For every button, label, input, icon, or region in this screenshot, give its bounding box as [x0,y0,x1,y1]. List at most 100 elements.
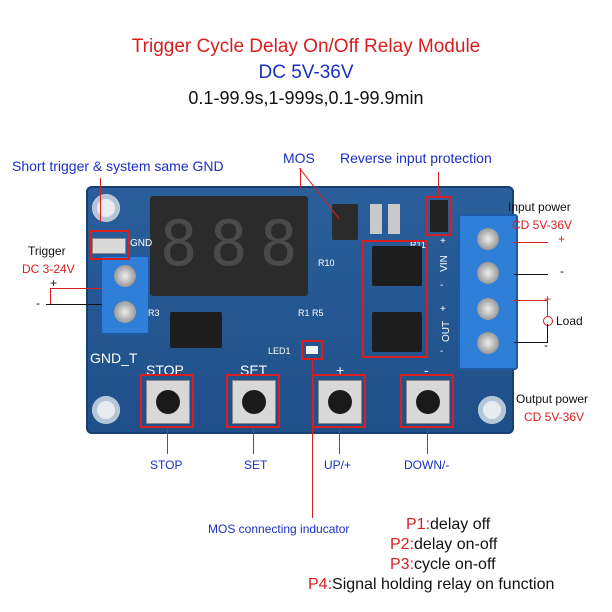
seven-segment-display: 8 8 8 [150,196,308,296]
power-terminal-block [458,214,518,370]
callout-trigger: Trigger [28,244,66,258]
up-button[interactable] [318,380,362,424]
label-set: SET [244,458,268,472]
title-voltage: DC 5V-36V [258,62,354,83]
silk-gnd: GND [130,238,153,249]
down-callout-line [427,428,428,454]
callout-output-voltage: CD 5V-36V [524,410,585,424]
trigger-terminal-block [100,255,150,335]
mode-p3-code: P3: [390,556,415,573]
mosfet-2 [372,312,422,352]
reverse-callout-line [438,172,439,196]
set-button-cap [242,390,266,414]
down-button-cap [416,390,440,414]
silk-out-minus: - [440,346,444,357]
trigger-plus-drop [50,288,51,304]
silk-r11: R11 [410,240,426,250]
silk-gnd-t: GND_T [90,350,138,366]
callout-input-voltage: CD 5V-36V [512,218,573,232]
silk-vin: VIN [438,255,450,272]
mode-p4-desc: Signal holding relay on function [332,576,555,593]
stop-highlight-box [140,374,194,428]
load-minus-drop [547,324,548,342]
label-up: UP/+ [324,458,352,472]
title-module: Trigger Cycle Delay On/Off Relay Module [131,36,481,57]
silk-r5: R5 [312,308,324,318]
component-top-2 [388,204,400,234]
mos-highlight-box [362,240,428,358]
input-minus-sign: - [560,264,564,278]
silk-plus: + [336,362,345,378]
title-timing: 0.1-99.9s,1-999s,0.1-99.9min [188,88,424,108]
mos-callout-line-a [300,168,301,188]
mode-p1: P1:delay off [406,516,490,534]
set-button[interactable] [232,380,276,424]
callout-trigger-voltage: DC 3-24V [22,262,75,276]
power-screw-3 [477,298,499,320]
down-button[interactable] [406,380,450,424]
input-plus-sign: + [558,232,566,246]
trigger-plus-sign: + [50,276,58,290]
silk-vin-plus: + [440,236,446,247]
load-minus-sign: - [544,338,548,352]
mode-p1-code: P1: [406,516,431,533]
trigger-pin-header [92,238,126,254]
reverse-diode [430,200,448,232]
capacitor [332,204,358,240]
label-down: DOWN/- [404,458,450,472]
mosfet-1 [372,246,422,286]
mode-p2-code: P2: [390,536,415,553]
mode-p2: P2:delay on-off [390,536,497,554]
up-button-cap [328,390,352,414]
callout-mos: MOS [283,150,315,166]
trigger-minus-sign: - [36,296,40,310]
input-plus-line [514,242,548,243]
set-callout-line [253,428,254,454]
silk-led1: LED1 [268,346,291,356]
mount-hole-br [478,396,506,424]
mode-p1-desc: delay off [430,516,491,533]
digit-1: 8 [160,207,198,280]
reverse-highlight-box [426,196,452,236]
silk-r10: R10 [318,258,335,268]
silk-out: OUT [441,320,453,343]
trigger-minus-line [46,304,102,305]
mode-p3: P3:cycle on-off [390,556,496,574]
silk-out-plus: + [440,304,446,315]
led-callout-line [312,360,313,518]
trigger-plus-line [50,288,102,289]
stop-button[interactable] [146,380,190,424]
digit-2: 8 [210,207,248,280]
trigger-screw-2 [114,301,136,323]
trigger-screw-1 [114,265,136,287]
silk-r3: R3 [148,308,160,318]
power-screw-1 [477,228,499,250]
callout-input-power: Input power [508,200,571,214]
input-minus-line [514,274,548,275]
load-plus-line [514,300,548,301]
short-trigger-highlight-box [90,230,130,260]
callout-mos-indicator: MOS connecting inducator [208,522,350,536]
mount-hole-tl [92,194,120,222]
mode-p2-desc: delay on-off [414,536,498,553]
led-highlight-box [301,340,323,360]
load-minus-line [514,342,548,343]
silk-vin-minus: - [440,280,444,291]
callout-short-trigger: Short trigger & system same GND [12,158,224,174]
up-highlight-box [312,374,366,428]
power-screw-4 [477,332,499,354]
callout-output-power: Output power [516,392,589,406]
short-trigger-callout-line [100,178,101,222]
mode-p4-code: P4: [308,576,333,593]
component-top-1 [370,204,382,234]
power-screw-2 [477,262,499,284]
led-indicator [306,346,318,354]
callout-load: Load [556,314,583,328]
load-plus-sign: + [544,292,552,306]
mode-p4: P4:Signal holding relay on function [308,576,554,594]
stop-button-cap [156,390,180,414]
set-highlight-box [226,374,280,428]
mode-p3-desc: cycle on-off [414,556,496,573]
silk-minus: - [424,362,429,378]
load-plus-drop [547,300,548,316]
